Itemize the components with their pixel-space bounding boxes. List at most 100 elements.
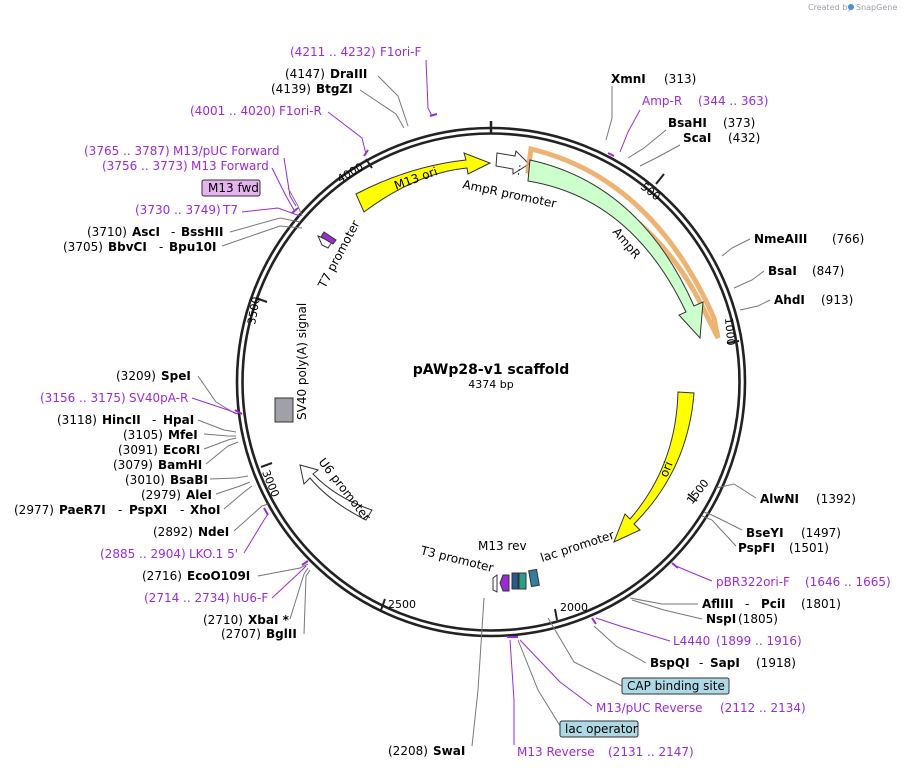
m13puc-fwd-name: M13/pUC Forward xyxy=(173,144,280,158)
bbvci-name: BbvCI xyxy=(108,240,147,254)
ori-label: ori xyxy=(657,459,676,479)
paer7i-name: PaeR7I xyxy=(59,503,106,517)
m13-rev-label: M13 rev xyxy=(478,539,527,553)
afliii-name: AflIII xyxy=(702,597,734,611)
m13-rev-arrow[interactable] xyxy=(499,574,510,592)
alwni-name: AlwNI xyxy=(760,492,799,506)
alei-pos: (2979) xyxy=(141,488,181,502)
l4440-pos: (1899 .. 1916) xyxy=(716,634,802,648)
hu6f-name: hU6-F xyxy=(233,591,268,605)
lac-operator-label-box[interactable] xyxy=(559,720,639,738)
scai-name: ScaI xyxy=(683,131,711,145)
bseyi-pos: (1497) xyxy=(801,526,841,540)
asci-pos: (3710) xyxy=(87,225,127,239)
ampr-arrow[interactable] xyxy=(527,159,704,340)
tick-label-1000: 1000 xyxy=(722,317,737,346)
m13-reverse-name: M13 Reverse xyxy=(517,745,595,759)
sv40-label: SV40 poly(A) signal xyxy=(295,303,309,420)
scale-ticks xyxy=(255,158,740,621)
ori-arrow[interactable] xyxy=(613,391,695,543)
bseyi-name: BseYI xyxy=(746,526,784,540)
bsai-pos: (847) xyxy=(812,264,844,278)
f1ori-r-name: F1ori-R xyxy=(279,104,322,118)
ampr-promoter-arrow[interactable] xyxy=(495,149,530,175)
primer-marks xyxy=(234,113,679,638)
m13-ori-arrow[interactable] xyxy=(355,152,492,213)
m13-fwd-box-label: M13 fwd xyxy=(208,181,259,195)
sv40pa-r-name: SV40pA-R xyxy=(129,391,188,405)
sv40pa-r-pos: (3156 .. 3175) xyxy=(40,391,126,405)
m13-fwd-box[interactable] xyxy=(201,179,261,197)
nmeaiii-name: NmeAIII xyxy=(754,232,807,246)
bamhi-pos: (3079) xyxy=(113,458,153,472)
u6-promoter-arrow[interactable] xyxy=(299,464,373,521)
hu6f-pos: (2714 .. 2734) xyxy=(144,591,230,605)
sapi-name: SapI xyxy=(710,656,740,670)
afliii-sep: - xyxy=(745,597,749,611)
m13puc-fwd-pos: (3765 .. 3787) xyxy=(84,144,170,158)
f1ori-r-pos: (4001 .. 4020) xyxy=(190,104,276,118)
pbr322ori-f-pos: (1646 .. 1665) xyxy=(805,575,891,589)
lac-promoter-box[interactable] xyxy=(528,568,540,588)
hincii-sep: - xyxy=(152,413,156,427)
bglii-pos: (2707) xyxy=(221,627,261,641)
bsai-name: BsaI xyxy=(768,264,797,278)
xhoi-name: XhoI xyxy=(190,503,221,517)
ecoo109i-name: EcoO109I xyxy=(187,569,250,583)
swai-name: SwaI xyxy=(433,744,465,758)
pcii-name: PciI xyxy=(761,597,786,611)
xbai-name: XbaI * xyxy=(248,613,290,627)
xbai-pos: (2710) xyxy=(203,613,243,627)
xmni-pos: (313) xyxy=(664,72,696,86)
sv40-box[interactable] xyxy=(274,397,294,423)
cap-binding-site-box[interactable] xyxy=(621,677,730,695)
ahdi-name: AhdI xyxy=(774,293,805,307)
mfei-name: MfeI xyxy=(168,428,198,442)
alei-name: AleI xyxy=(186,488,212,502)
ecori-pos: (3091) xyxy=(118,443,158,457)
bglii-name: BglII xyxy=(266,627,297,641)
t3-promoter-arrow[interactable] xyxy=(492,574,498,593)
leader-lines-left xyxy=(191,59,433,635)
cap-site-box[interactable] xyxy=(511,572,519,590)
m13puc-reverse-pos: (2112 .. 2134) xyxy=(720,701,806,715)
ecoo109i-pos: (2716) xyxy=(142,569,182,583)
ahdi-pos: (913) xyxy=(821,293,853,307)
hpai-name: HpaI xyxy=(163,413,194,427)
l4440-name: L4440 xyxy=(673,634,710,648)
m13-ori-label: M13 ori xyxy=(392,164,439,193)
spei-pos: (3209) xyxy=(116,369,156,383)
m13-forward-pos: (3756 .. 3773) xyxy=(102,159,188,173)
tick-label-2000: 2000 xyxy=(560,601,588,614)
ecori-name: EcoRI xyxy=(163,443,200,457)
lac-operator-box[interactable] xyxy=(518,572,527,590)
bbvci-pos: (3705) xyxy=(63,240,103,254)
asci-sep: - xyxy=(171,225,175,239)
nspi-name: NspI xyxy=(706,612,736,626)
t7-primer-arrow[interactable] xyxy=(320,231,337,245)
leader-lines-right xyxy=(471,86,771,747)
bspqi-name: BspQI xyxy=(650,656,690,670)
credit-brand: SnapGene xyxy=(856,3,897,12)
btgzi-pos: (4139) xyxy=(271,82,311,96)
swai-pos: (2208) xyxy=(388,744,428,758)
spei-name: SpeI xyxy=(161,369,191,383)
pspfi-name: PspFI xyxy=(738,541,775,555)
cap-binding-site-label: CAP binding site xyxy=(627,679,725,693)
bsahi-pos: (373) xyxy=(723,116,755,130)
xmni-name: XmnI xyxy=(611,72,646,86)
pspxi-sep: - xyxy=(180,503,184,517)
pspxi-name: PspXI xyxy=(129,503,167,517)
bsshii-name: BssHII xyxy=(181,225,223,239)
mfei-pos: (3105) xyxy=(123,428,163,442)
t7-promoter-label: T7 promoter xyxy=(315,218,363,291)
m13-reverse-pos: (2131 .. 2147) xyxy=(608,745,694,759)
bsabi-pos: (3010) xyxy=(125,473,165,487)
draiii-name: DraIII xyxy=(330,67,367,81)
amp-r-pos: (344 .. 363) xyxy=(698,94,768,108)
nmeaiii-pos: (766) xyxy=(832,232,864,246)
m13puc-reverse-name: M13/pUC Reverse xyxy=(596,701,703,715)
ndei-name: NdeI xyxy=(198,525,229,539)
alwni-pos: (1392) xyxy=(816,492,856,506)
bspqi-pos: (1918) xyxy=(756,656,796,670)
